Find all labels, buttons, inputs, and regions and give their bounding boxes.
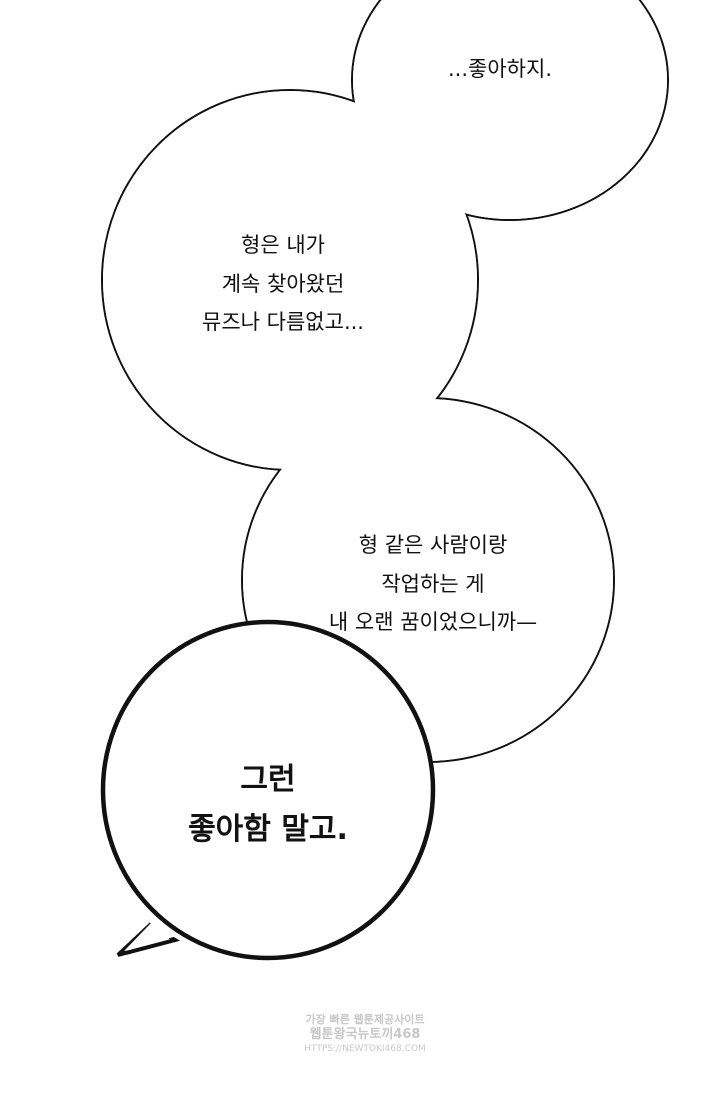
bubble-lower-text: 형 같은 사람이랑 작업하는 게 내 오랜 꿈이었으니까—: [329, 526, 537, 642]
text-line: 형 같은 사람이랑: [358, 533, 508, 557]
text-line: 뮤즈나 다름없고...: [202, 310, 364, 334]
watermark: 가장 빠른 웹툰제공사이트 웹툰왕국뉴토끼468 HTTPS://NEWTOKI…: [295, 1012, 435, 1057]
watermark-line: 웹툰왕국뉴토끼468: [309, 1027, 421, 1042]
text-line: 그런: [240, 762, 296, 797]
text-line: 좋아함 말고.: [188, 812, 348, 847]
text-line: 내 오랜 꿈이었으니까—: [328, 610, 538, 634]
bubble-bold-text: 그런 좋아함 말고.: [188, 755, 348, 855]
watermark-line: 가장 빠른 웹툰제공사이트: [305, 1013, 425, 1026]
bubble-top-text: ...좋아하지.: [448, 50, 552, 89]
text-line: 계속 찾아왔던: [221, 271, 345, 296]
bubble-middle-text: 형은 내가 계속 찾아왔던 뮤즈나 다름없고...: [202, 226, 364, 342]
text-line: 작업하는 게: [381, 571, 485, 596]
text-line: ...좋아하지.: [448, 57, 552, 81]
text-line: 형은 내가: [241, 233, 325, 257]
watermark-url: HTTPS://NEWTOKI468.COM: [304, 1044, 426, 1054]
bubble-bold: [100, 619, 436, 961]
